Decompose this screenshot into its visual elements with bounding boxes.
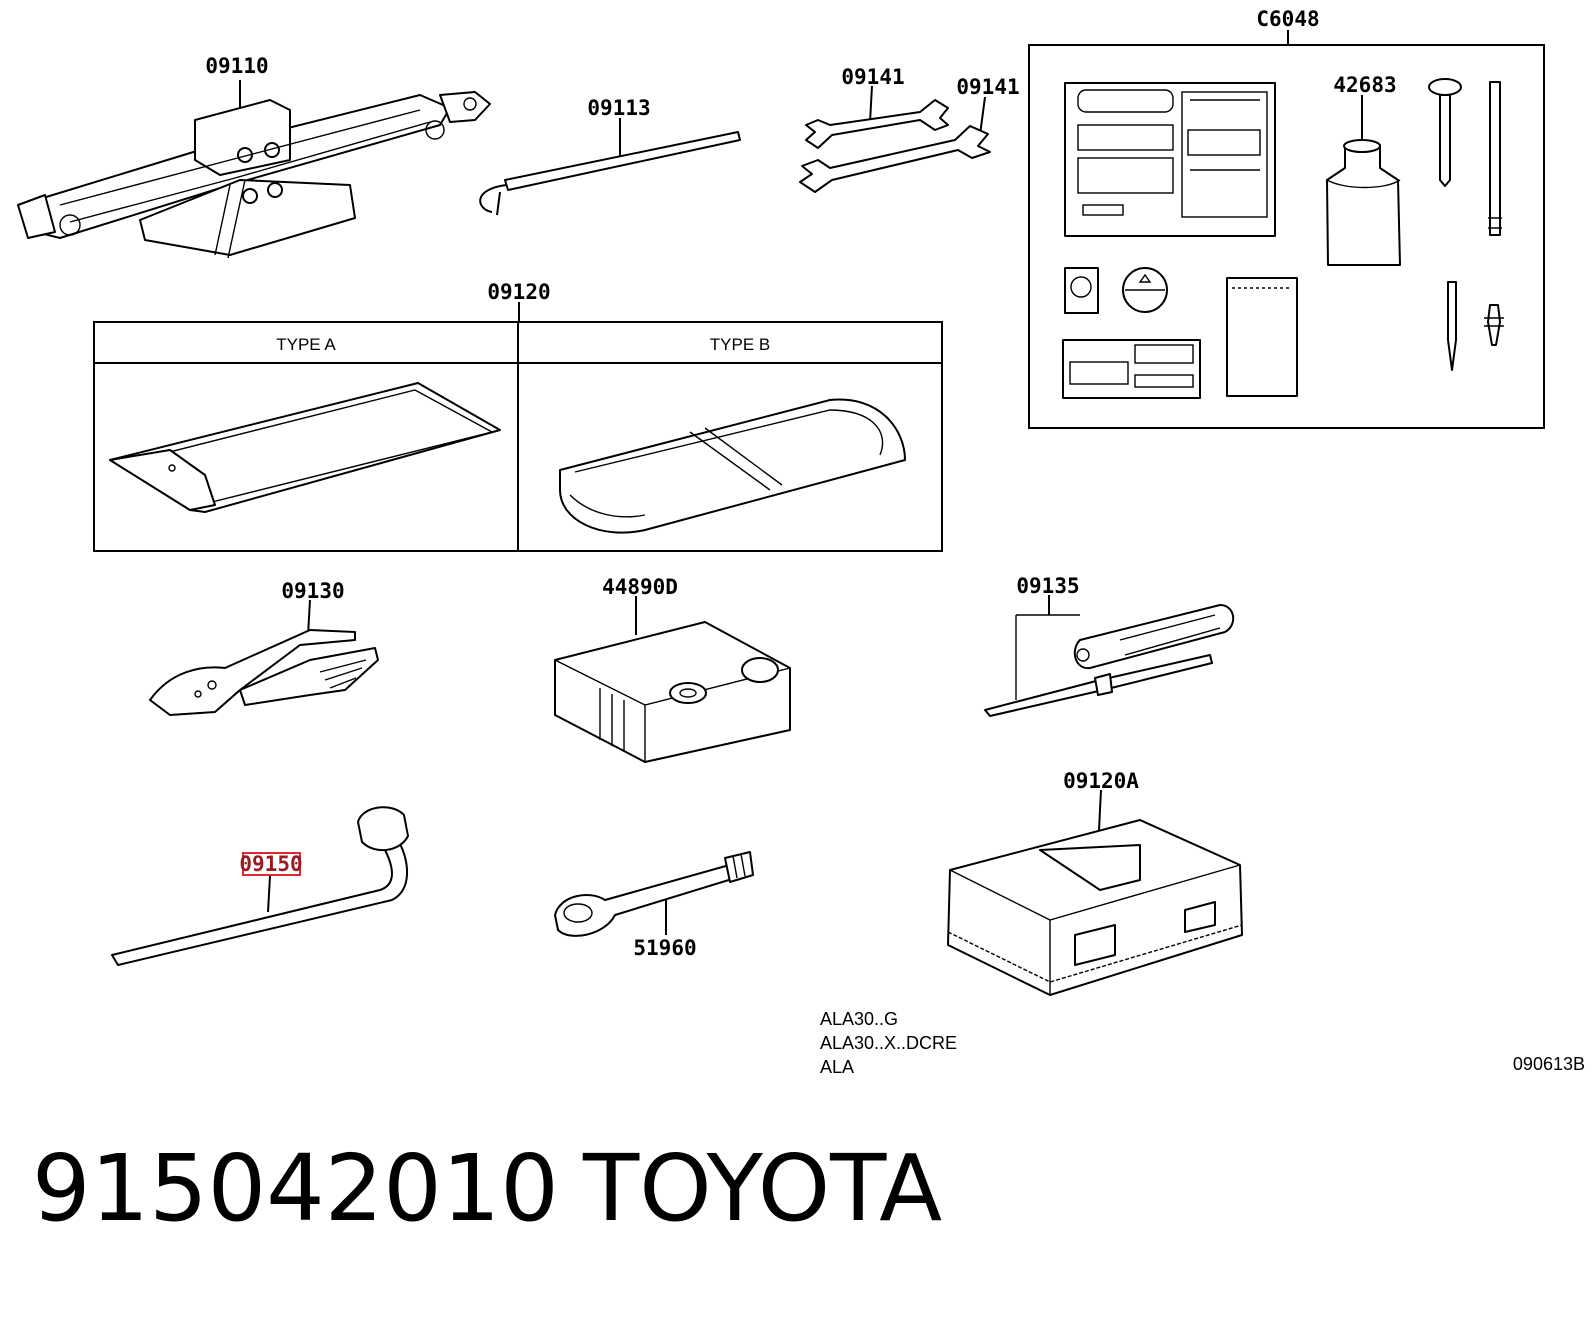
part-label-compressor[interactable]: 44890D [602, 575, 678, 599]
part-label-repair-kit[interactable]: C6048 [1256, 7, 1319, 31]
part-label-sealant-bottle[interactable]: 42683 [1333, 73, 1396, 97]
type-a-header: TYPE A [276, 335, 336, 354]
part-number: 915042010 [32, 1135, 559, 1242]
model-codes: ALA30..G ALA30..X..DCRE ALA [820, 1009, 957, 1077]
tool-box-illustration: 09120A [947, 769, 1243, 996]
towing-eye-illustration: 51960 [554, 851, 754, 960]
part-label-jack-handle[interactable]: 09113 [587, 96, 650, 120]
highlight-box [242, 852, 301, 876]
scissor-jack-illustration: 09110 [17, 54, 491, 259]
type-b-header: TYPE B [710, 335, 770, 354]
part-label-lug-wrench[interactable]: 09150 [239, 852, 302, 876]
part-label-jack[interactable]: 09110 [205, 54, 268, 78]
part-label-screwdriver[interactable]: 09135 [1016, 574, 1079, 598]
brand-name: TOYOTA [582, 1135, 942, 1242]
diagram-id: 090613B [1513, 1054, 1585, 1074]
tire-repair-kit: C6048 42683 [1028, 7, 1545, 429]
screwdriver-illustration: 09135 [984, 574, 1235, 717]
jack-handle-illustration: 09113 [479, 96, 741, 216]
part-label-wrench-small[interactable]: 09141 [841, 65, 904, 89]
tool-bag-table: 09120 TYPE A TYPE B [93, 280, 943, 552]
part-label-pliers[interactable]: 09130 [281, 579, 344, 603]
model-code-2: ALA30..X..DCRE [820, 1033, 957, 1053]
wrench-illustration-large: 09141 [799, 75, 1020, 193]
model-code-3: ALA [820, 1057, 854, 1077]
compressor-illustration: 44890D [554, 575, 791, 763]
part-label-tool-bag[interactable]: 09120 [487, 280, 550, 304]
part-label-towing-eye[interactable]: 51960 [633, 936, 696, 960]
part-label-tool-box[interactable]: 09120A [1063, 769, 1139, 793]
pliers-illustration: 09130 [149, 579, 379, 716]
wrench-illustration-small: 09141 [805, 65, 949, 149]
tool-bag-type-a [109, 382, 501, 513]
tool-bag-type-b [559, 398, 906, 534]
part-label-wrench-large[interactable]: 09141 [956, 75, 1019, 99]
lug-wrench-illustration: 09150 [111, 806, 409, 966]
model-code-1: ALA30..G [820, 1009, 898, 1029]
